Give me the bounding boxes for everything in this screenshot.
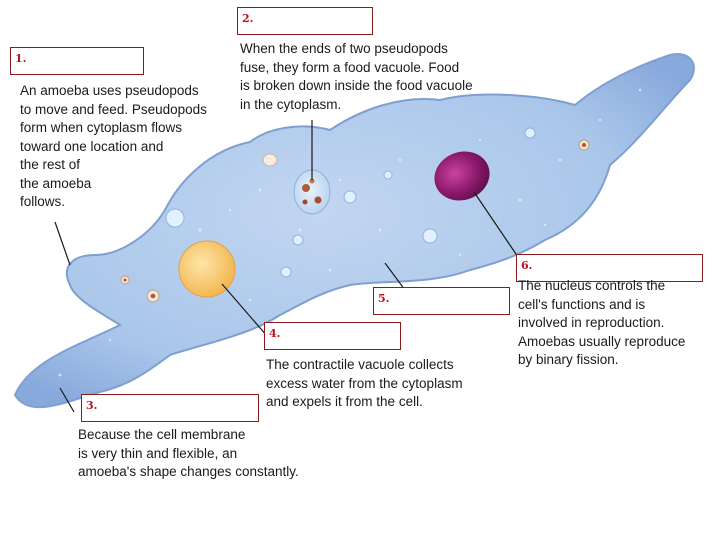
label-box-3[interactable]: 3. [81, 394, 259, 422]
leader-line-1 [54, 221, 71, 266]
leader-lines [54, 120, 519, 413]
label-box-2[interactable]: 2. [237, 7, 373, 35]
leader-line-3 [59, 387, 75, 413]
label-number-5: 5. [378, 292, 390, 305]
label-number-6: 6. [521, 259, 533, 272]
label-box-1[interactable]: 1. [10, 47, 144, 75]
label-box-5[interactable]: 5. [373, 287, 510, 315]
leader-line-5 [384, 262, 406, 291]
label-box-6[interactable]: 6. [516, 254, 703, 282]
label-number-1: 1. [15, 52, 27, 65]
label-number-2: 2. [242, 12, 254, 25]
label-box-4[interactable]: 4. [264, 322, 401, 350]
pseudopod-tip-particle [262, 153, 278, 167]
small-vacuoles [165, 127, 536, 278]
label-number-3: 3. [86, 399, 98, 412]
caption-6: The nucleus controls the cell's function… [518, 278, 686, 367]
leader-line-6 [473, 191, 519, 258]
caption-2: When the ends of two pseudopods fuse, th… [240, 41, 473, 112]
food-particles [120, 139, 590, 303]
label-number-4: 4. [269, 327, 281, 340]
caption-1: An amoeba uses pseudopods to move and fe… [20, 83, 207, 209]
leader-line-4 [221, 283, 268, 337]
amoeba-cell-membrane [13, 53, 695, 409]
caption-4: The contractile vacuole collects excess … [266, 357, 463, 409]
contractile-vacuole [178, 240, 236, 298]
caption-3: Because the cell membrane is very thin a… [78, 427, 299, 479]
food-vacuole [293, 169, 331, 215]
nucleus [434, 151, 490, 201]
